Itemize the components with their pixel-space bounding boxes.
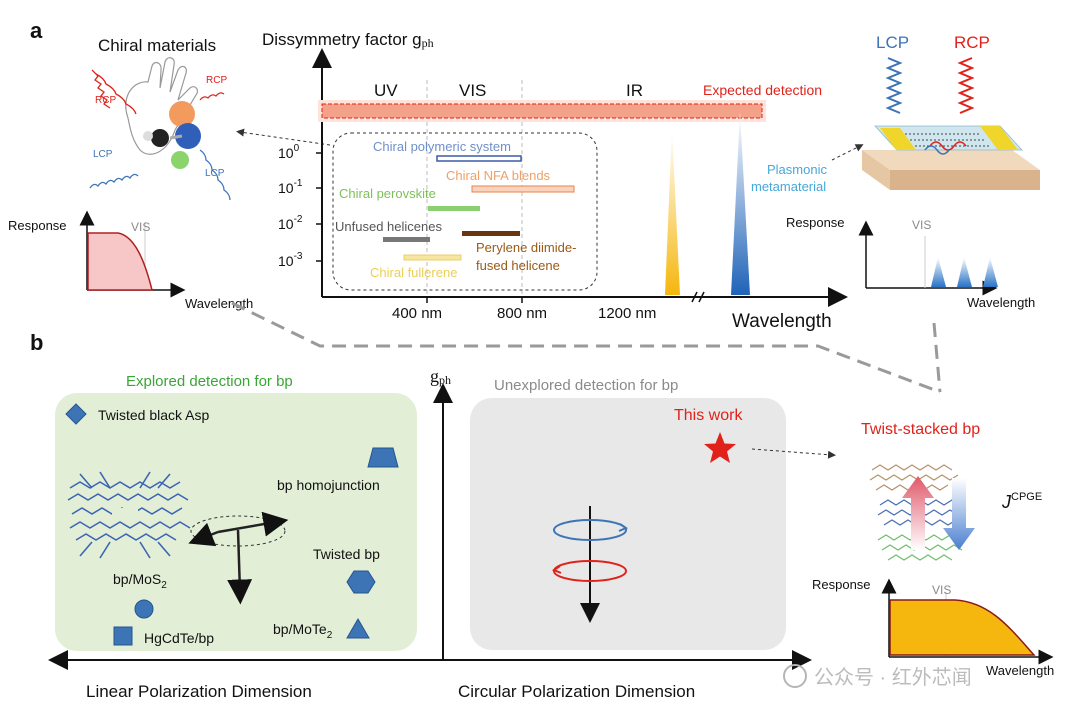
panel-b-label: b: [30, 330, 43, 355]
j-cpge-label: JCPGE: [1001, 491, 1042, 512]
y-tick-1: 10-1: [278, 178, 303, 196]
right-response-ylabel: Response: [786, 215, 845, 230]
label-chiral-polymeric: Chiral polymeric system: [373, 139, 511, 154]
b-y-axis-title: gph: [430, 366, 451, 387]
label-perylene-1: Perylene diimide-: [476, 240, 576, 255]
pointer-to-chiral: [236, 128, 331, 146]
label-chiral-perovskite: Chiral perovskite: [339, 186, 436, 201]
x-tick-400: 400 nm: [392, 305, 442, 322]
watermark-icon: [783, 664, 807, 688]
linear-pol-arrow-3: [227, 529, 253, 605]
circular-pol-blue-ring: [553, 519, 627, 541]
lcp-label-right: LCP: [205, 168, 225, 179]
bar-perylene: [462, 231, 520, 236]
label-chiral-nfa: Chiral NFA blends: [446, 168, 551, 183]
rcp-label-right: RCP: [206, 75, 227, 86]
bottom-response-plot: [881, 578, 1054, 665]
expected-detection-band: [321, 103, 763, 119]
twist-stacked-title: Twist-stacked bp: [861, 421, 980, 438]
this-work-label: This work: [674, 407, 743, 424]
item-twisted-bp: Twisted bp: [313, 546, 380, 562]
bar-chiral-perovskite: [428, 206, 480, 211]
plasmonic-device-illustration: [862, 57, 1040, 190]
bar-chiral-polymeric: [436, 155, 522, 162]
chiral-materials-illustration: [89, 57, 231, 201]
circular-dimension-label: Circular Polarization Dimension: [458, 682, 695, 701]
connector-right: [932, 322, 942, 393]
axis-break: [691, 291, 705, 303]
explored-panel: [55, 393, 417, 651]
trapezoid-icon: [367, 447, 399, 468]
right-response-vis: VIS: [912, 218, 931, 232]
region-ir: IR: [626, 81, 643, 100]
plasmonic-label-2: metamaterial: [751, 179, 826, 194]
left-response-plot: [79, 210, 186, 298]
triangle-icon: [346, 618, 370, 639]
label-perylene-2: fused helicene: [476, 258, 560, 273]
label-unfused-helicenes: Unfused helicenes: [335, 219, 442, 234]
plasmonic-label-1: Plasmonic: [767, 162, 827, 177]
lcp-big-label: LCP: [876, 33, 909, 52]
unexplored-panel: [470, 398, 786, 650]
item-hgcdte-bp: HgCdTe/bp: [144, 630, 214, 646]
circle-icon: [134, 599, 154, 619]
linear-pol-arrow-1: [188, 522, 219, 547]
y-tick-2: 10-2: [278, 214, 303, 232]
explored-title: Explored detection for bp: [126, 373, 293, 390]
connector-left: [231, 301, 941, 394]
y-tick-0: 100: [278, 143, 300, 161]
chiral-materials-title: Chiral materials: [98, 36, 216, 55]
ir-peak-blue: [731, 112, 750, 295]
diamond-icon: [65, 403, 87, 425]
materials-box: [332, 132, 598, 291]
bp-lattice-illustration: [67, 471, 191, 559]
left-response-ylabel: Response: [8, 218, 67, 233]
main-x-axis-title: Wavelength: [732, 311, 832, 332]
star-icon: [704, 432, 736, 463]
pointer-to-twist-stacked: [751, 448, 836, 459]
left-response-xlabel: Wavelength: [185, 296, 253, 311]
right-response-xlabel: Wavelength: [967, 295, 1035, 310]
ir-peak-yellow: [665, 128, 680, 295]
x-tick-1200: 1200 nm: [598, 305, 656, 322]
rcp-big-label: RCP: [954, 33, 990, 52]
item-twisted-black-asp: Twisted black Asp: [98, 407, 209, 423]
j-arrow-down: [943, 478, 975, 550]
unexplored-title: Unexplored detection for bp: [494, 377, 678, 394]
bottom-response-ylabel: Response: [812, 577, 871, 592]
y-tick-labels: 100 10-1 10-2 10-3: [278, 143, 322, 269]
panel-a-label: a: [30, 18, 43, 43]
item-bp-homojunction: bp homojunction: [277, 477, 380, 493]
y-tick-3: 10-3: [278, 251, 303, 269]
bottom-response-xlabel: Wavelength: [986, 663, 1054, 678]
pointer-to-device: [831, 144, 864, 161]
label-chiral-fullerene: Chiral fullerene: [370, 265, 457, 280]
hexagon-icon: [346, 570, 376, 594]
item-bp-mote2: bp/MoTe2: [273, 621, 333, 641]
watermark-text: 公众号 · 红外芯闻: [814, 666, 972, 689]
rcp-label-left: RCP: [95, 95, 116, 106]
bar-chiral-nfa: [471, 185, 575, 193]
bar-chiral-fullerene: [403, 254, 462, 261]
bar-unfused-helicenes: [383, 237, 430, 242]
lcp-label-left: LCP: [93, 149, 113, 160]
expected-detection-label: Expected detection: [703, 82, 822, 98]
dissymmetry-axis-title: Dissymmetry factor gph: [262, 30, 434, 50]
j-arrow-up: [902, 476, 934, 550]
right-response-plot: [858, 220, 998, 296]
bottom-response-vis: VIS: [932, 583, 951, 597]
square-icon: [113, 626, 133, 646]
region-vis: VIS: [459, 81, 486, 100]
linear-pol-arrow-2: [217, 511, 289, 537]
item-bp-mos2: bp/MoS2: [113, 571, 167, 591]
region-uv: UV: [374, 81, 398, 100]
linear-dimension-label: Linear Polarization Dimension: [86, 682, 312, 701]
left-response-vis: VIS: [131, 220, 150, 234]
x-tick-800: 800 nm: [497, 305, 547, 322]
